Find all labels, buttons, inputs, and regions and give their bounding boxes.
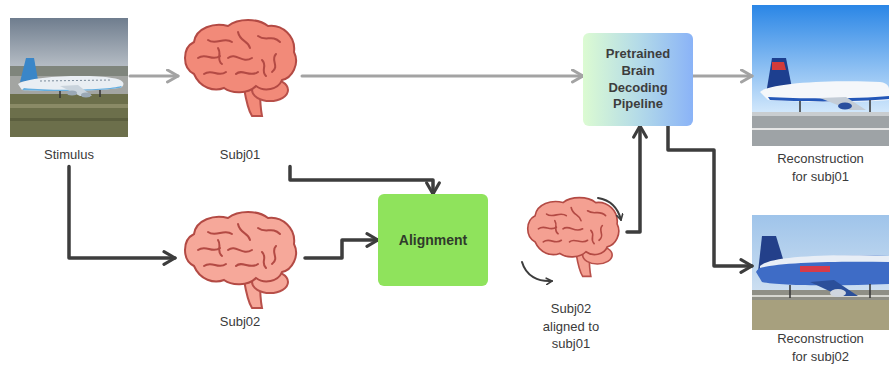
- stimulus-photo: [10, 18, 128, 137]
- node-label: Stimulus: [44, 146, 94, 164]
- reconstruction-photo: [752, 215, 889, 330]
- rotation-arrows: [522, 198, 621, 281]
- process-box: Pretrained Brain Decoding Pipeline: [583, 33, 693, 126]
- flow-arrow: [302, 75, 583, 78]
- flow-arrow: [693, 75, 752, 78]
- process-box: Alignment: [378, 194, 488, 286]
- stimulus-image: Stimulus: [8, 16, 130, 167]
- node-label: Alignment: [399, 231, 467, 249]
- flow-arrow: [305, 240, 378, 258]
- brain-illustration: [185, 212, 296, 308]
- flow-arrow: [130, 75, 178, 78]
- brain-node: Subj02: [175, 205, 305, 334]
- flow-arrow: [69, 167, 175, 258]
- node-label: Subj02 aligned to subj01: [532, 300, 610, 353]
- brain-illustration: [528, 198, 619, 277]
- reconstruction-photo: [752, 5, 889, 146]
- node-label: Subj01: [220, 146, 260, 164]
- node-label: Pretrained Brain Decoding Pipeline: [591, 46, 685, 114]
- brain-node: Subj02 aligned to subj01: [515, 192, 627, 356]
- brain-illustration: [185, 20, 296, 116]
- flow-arrow: [627, 126, 640, 232]
- node-label: Reconstruction for subj02: [769, 330, 873, 365]
- node-label: Reconstruction for subj01: [769, 150, 873, 185]
- flow-arrow: [668, 126, 752, 266]
- reconstruction-image: Reconstruction for subj02: [752, 213, 889, 368]
- brain-node: Subj01: [178, 16, 302, 167]
- node-label: Subj02: [220, 313, 260, 331]
- reconstruction-image: Reconstruction for subj01: [752, 4, 889, 188]
- flow-arrow: [290, 167, 433, 194]
